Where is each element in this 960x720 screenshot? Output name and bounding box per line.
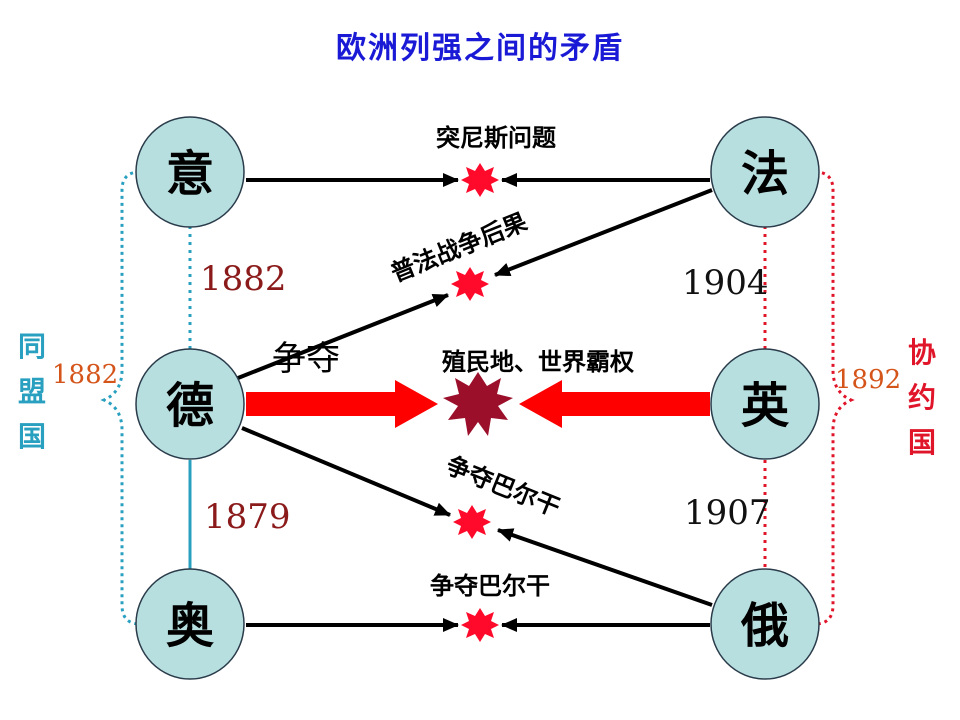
label-tunisia: 突尼斯问题 [436,124,556,152]
node-austria-label: 奥 [166,598,214,654]
bloc-left-char-2: 盟 [18,375,46,408]
node-italy-label: 意 [166,146,214,202]
germany-to-balkans-arrow [241,426,451,517]
russia-to-balkans-upper-arrow [497,528,713,607]
balkans-upper-clash-icon [453,505,491,539]
node-france-label: 法 [741,146,789,202]
year-france-britain: 1904 [682,263,769,303]
triple-alliance-brace [100,170,141,626]
britain-to-colonies-arrow [519,380,710,428]
label-balkans-lower: 争夺巴尔干 [430,572,550,600]
bloc-left-char-1: 同 [18,330,46,363]
label-colonies: 殖民地、世界霸权 [442,348,634,376]
tunisia-clash-icon [461,163,499,197]
triple-entente-brace [814,170,855,626]
node-germany: 德 [135,348,245,460]
germany-to-franco-prussian-arrow [237,293,449,380]
node-france: 法 [710,116,820,228]
node-russia-label: 俄 [740,598,789,654]
year-germany-austria: 1879 [204,497,291,537]
bloc-left-char-3: 国 [18,420,46,453]
page-title: 欧洲列强之间的矛盾 [336,31,624,66]
year-italy-germany: 1882 [200,259,287,299]
bloc-right-char-1: 协 [908,336,936,369]
node-germany-label: 德 [166,378,214,434]
node-russia: 俄 [710,568,820,680]
year-britain-russia: 1907 [684,493,771,533]
year-entente: 1892 [835,365,901,395]
balkans-lower-clash-icon [461,608,499,642]
year-alliance: 1882 [52,360,118,390]
france-to-franco-prussian-arrow [494,188,713,277]
franco-prussian-clash-icon [451,267,489,301]
germany-to-colonies-arrow [246,380,438,428]
bloc-right-char-3: 国 [908,426,936,459]
colonies-clash-icon [443,372,513,436]
node-britain-label: 英 [741,378,790,434]
bloc-right-char-2: 约 [908,381,936,414]
label-zhengduo: 争夺 [272,339,340,379]
node-britain: 英 [710,348,820,460]
node-austria: 奥 [135,568,245,680]
node-italy: 意 [135,116,245,228]
